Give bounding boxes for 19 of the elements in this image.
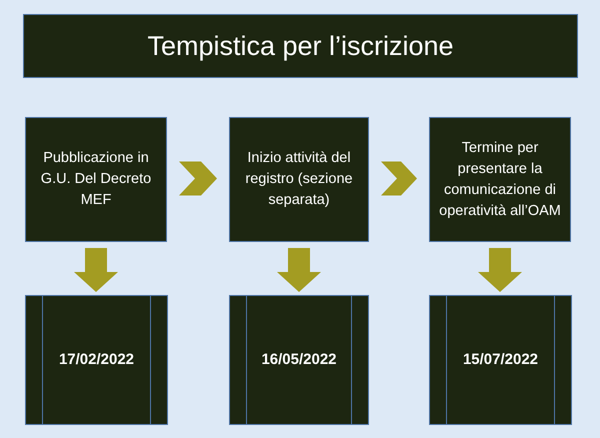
date-text: 17/02/2022 [58,350,134,370]
step-box [229,117,369,242]
step-box [429,117,571,242]
date-box [429,295,572,425]
title-text: Tempistica per l’iscrizione [147,30,454,63]
date-text: 15/07/2022 [462,350,538,370]
date-text: 16/05/2022 [261,350,337,370]
title-banner [23,14,578,78]
block-arrow [277,248,321,292]
block-arrow [179,162,217,196]
block-arrow [381,162,417,196]
step-text: Termine per presentare la comunicazione di operatività all’OAM [438,138,562,220]
date-box [229,295,369,425]
step-text: Inizio attività del registro (sezione separata) [244,149,354,210]
date-box [25,295,168,425]
step-text: Pubblicazione in G.U. Del Decreto MEF [40,149,152,210]
block-arrow [478,248,522,292]
block-arrow [74,248,118,292]
step-box [25,117,167,242]
